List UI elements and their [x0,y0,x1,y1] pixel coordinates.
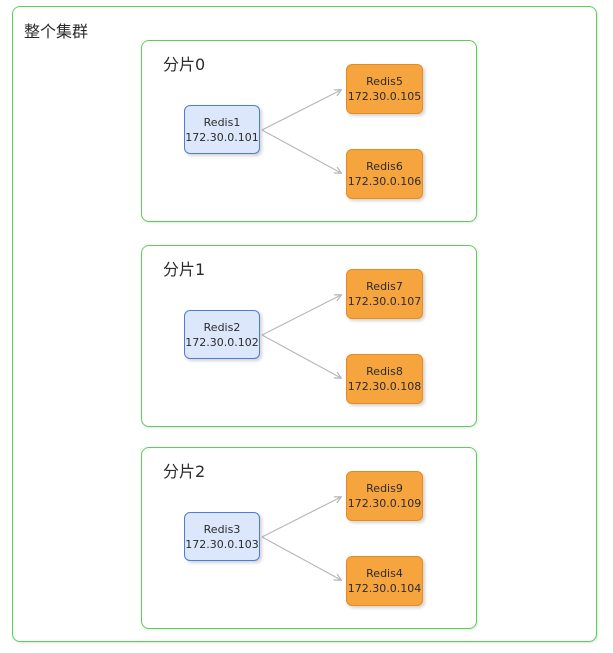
node-name: Redis2 [203,320,241,334]
master-node-redis1: Redis1 172.30.0.101 [184,105,260,154]
node-ip: 172.30.0.106 [347,175,422,188]
node-ip: 172.30.0.103 [185,537,259,551]
replica-node-redis4: Redis4 172.30.0.104 [346,556,423,606]
node-name: Redis1 [203,115,241,129]
node-ip: 172.30.0.108 [347,380,422,393]
node-name: Redis5 [366,75,403,88]
node-ip: 172.30.0.104 [347,582,422,595]
replica-node-redis6: Redis6 172.30.0.106 [346,149,423,199]
shard-0-title: 分片0 [163,55,206,74]
node-ip: 172.30.0.105 [347,90,422,103]
node-ip: 172.30.0.109 [347,497,422,510]
node-name: Redis8 [366,365,403,378]
shard-0-box: 分片0 Redis1 172.30.0.101 Redis5 172.30.0.… [141,40,477,222]
cluster-box: 整个集群 分片0 Redis1 172.30.0.101 Redis5 172.… [12,6,597,642]
node-ip: 172.30.0.107 [347,295,422,308]
node-ip: 172.30.0.102 [185,335,259,349]
master-node-redis3: Redis3 172.30.0.103 [184,512,260,561]
shard-2-title: 分片2 [163,462,206,481]
cluster-title: 整个集群 [24,22,89,41]
node-name: Redis7 [366,280,403,293]
shard-2-box: 分片2 Redis3 172.30.0.103 Redis9 172.30.0.… [141,447,477,629]
replica-node-redis7: Redis7 172.30.0.107 [346,269,423,319]
shard-1-box: 分片1 Redis2 172.30.0.102 Redis7 172.30.0.… [141,245,477,427]
node-name: Redis6 [366,160,403,173]
replica-node-redis8: Redis8 172.30.0.108 [346,354,423,404]
shard-1-title: 分片1 [163,260,206,279]
master-node-redis2: Redis2 172.30.0.102 [184,310,260,359]
replica-node-redis5: Redis5 172.30.0.105 [346,64,423,114]
node-ip: 172.30.0.101 [185,130,259,144]
replica-node-redis9: Redis9 172.30.0.109 [346,471,423,521]
node-name: Redis9 [366,482,403,495]
node-name: Redis3 [203,522,241,536]
node-name: Redis4 [366,567,403,580]
